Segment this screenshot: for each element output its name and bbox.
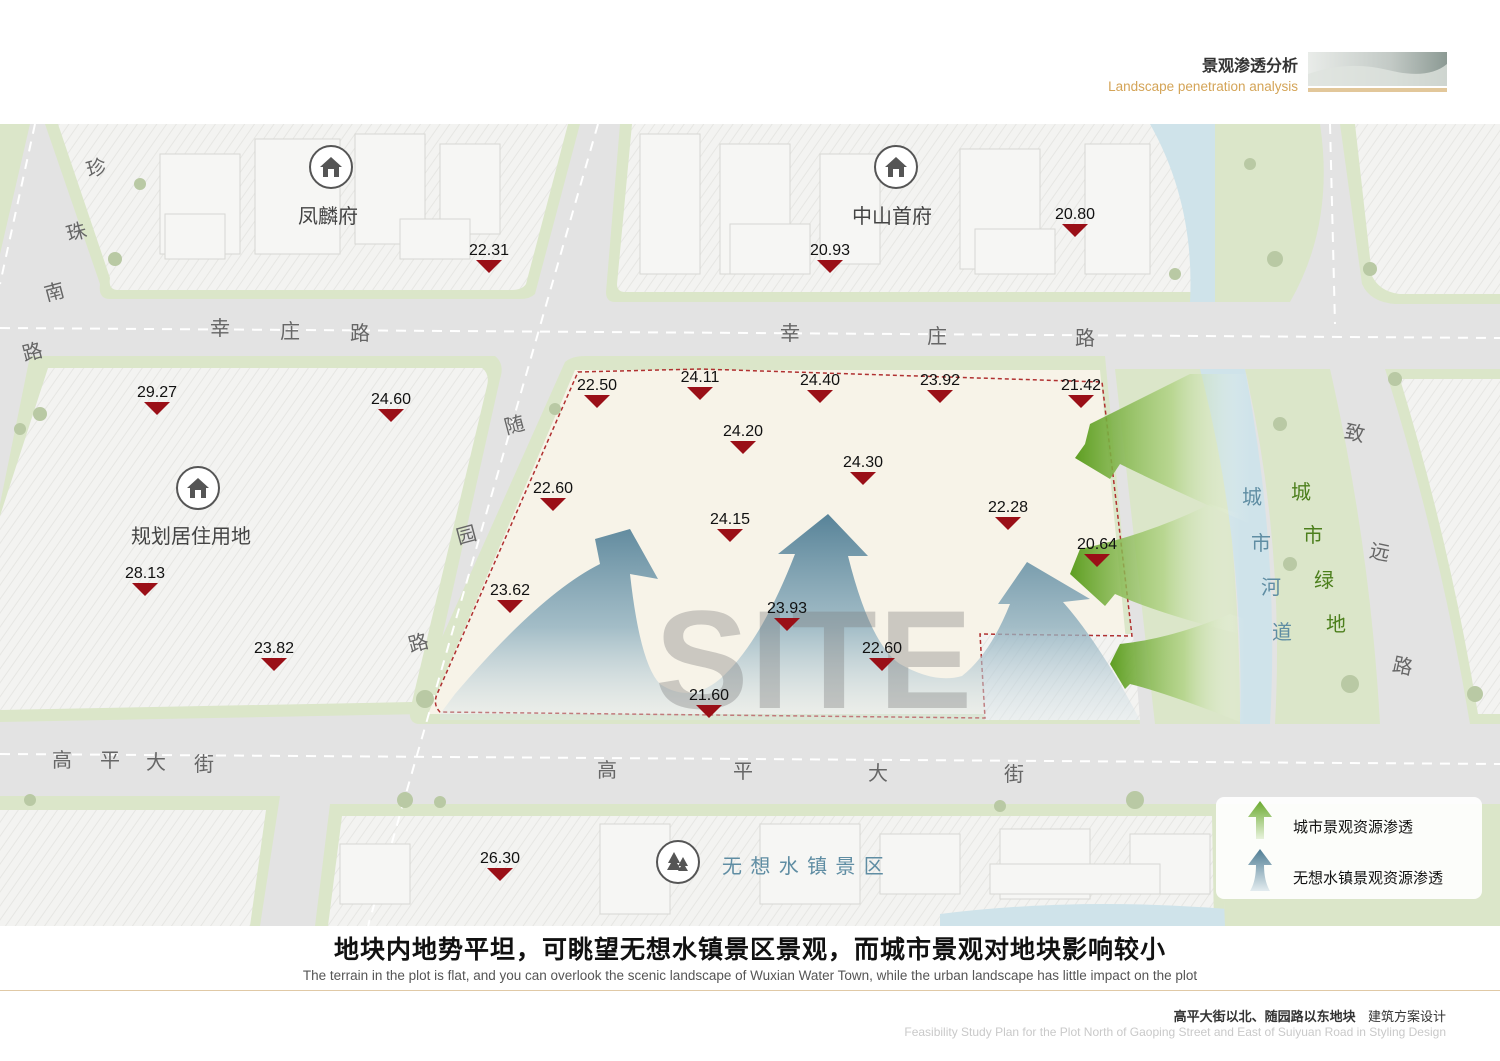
elevation-marker: 20.93	[795, 243, 865, 273]
header-banner-image	[1308, 52, 1447, 92]
map-base	[0, 124, 1500, 926]
road-xingzhuang-char: 幸	[780, 321, 800, 345]
elevation-marker: 28.13	[110, 566, 180, 596]
road-gaoping-char: 街	[194, 752, 214, 776]
footer-divider	[0, 990, 1500, 991]
elevation-marker: 21.60	[674, 688, 744, 718]
road-xingzhuang-char: 幸	[210, 316, 230, 340]
city-penetration-arrow-icon	[1248, 801, 1272, 839]
river-label-char: 城	[1242, 485, 1262, 509]
elevation-marker: 23.92	[905, 373, 975, 403]
road-gaoping-char: 平	[733, 759, 753, 783]
road-gaoping-char: 大	[868, 761, 888, 785]
footer-project-title: 高平大街以北、随园路以东地块 建筑方案设计	[1174, 1006, 1446, 1025]
road-xingzhuang-char: 庄	[280, 319, 300, 343]
site-map: SITE 凤麟府 中山首府 规划居住用地 无 想 水 镇 景 区 珍 珠 南 路…	[0, 124, 1500, 926]
elevation-marker: 22.50	[562, 378, 632, 408]
legend-city-label: 城市景观资源渗透	[1293, 818, 1414, 836]
elevation-marker: 26.30	[465, 851, 535, 881]
elevation-marker: 23.62	[475, 583, 545, 613]
footer-project-english: Feasibility Study Plan for the Plot Nort…	[904, 1025, 1446, 1039]
headline-english: The terrain in the plot is flat, and you…	[302, 968, 1198, 983]
elevation-marker: 24.30	[828, 455, 898, 485]
river-label-char: 河	[1261, 575, 1281, 599]
planned-residence-icon	[176, 466, 220, 510]
river-label-char: 道	[1272, 620, 1292, 644]
elevation-marker: 24.60	[356, 392, 426, 422]
elevation-marker: 22.60	[847, 641, 917, 671]
road-xingzhuang-char: 路	[1075, 326, 1095, 350]
green-label-char: 市	[1303, 523, 1323, 547]
wuxiang-scenic-label: 无 想 水 镇 景 区	[722, 854, 885, 878]
road-gaoping-char: 街	[1004, 762, 1024, 786]
elevation-marker: 23.82	[239, 641, 309, 671]
page-title: 景观渗透分析	[1201, 56, 1298, 75]
river-label-char: 市	[1251, 531, 1271, 555]
elevation-marker: 29.27	[122, 385, 192, 415]
green-label-char: 绿	[1314, 568, 1334, 592]
elevation-marker: 24.11	[665, 370, 735, 400]
fenglinfu-label: 凤麟府	[298, 204, 358, 228]
footer-project-type: 建筑方案设计	[1367, 1010, 1446, 1025]
green-label-char: 地	[1326, 612, 1346, 636]
elevation-marker: 24.40	[785, 373, 855, 403]
elevation-marker: 22.31	[454, 243, 524, 273]
zhongshan-label: 中山首府	[852, 204, 932, 228]
town-penetration-arrows	[440, 514, 1140, 720]
elevation-marker: 22.28	[973, 500, 1043, 530]
footer-project-name: 高平大街以北、随园路以东地块	[1173, 1010, 1356, 1025]
map-legend: 城市景观资源渗透 无想水镇景观资源渗透	[1216, 797, 1482, 899]
road-gaoping-char: 高	[52, 748, 72, 772]
road-gaoping-char: 平	[100, 748, 120, 772]
road-gaoping-char: 高	[597, 758, 617, 782]
town-penetration-arrow-icon	[1248, 849, 1272, 891]
road-gaoping-char: 大	[146, 750, 166, 774]
elevation-marker: 24.15	[695, 512, 765, 542]
elevation-marker: 22.60	[518, 481, 588, 511]
elevation-marker: 23.93	[752, 601, 822, 631]
legend-town-label: 无想水镇景观资源渗透	[1293, 869, 1444, 887]
elevation-marker: 21.42	[1046, 378, 1116, 408]
zhongshan-residence-icon	[874, 145, 918, 189]
road-xingzhuang-char: 路	[350, 321, 370, 345]
scenic-area-tree-icon	[656, 840, 700, 884]
headline: 地块内地势平坦，可眺望无想水镇景区景观，而城市景观对地块影响较小	[333, 935, 1166, 964]
planned-residential-label: 规划居住用地	[131, 524, 251, 548]
road-xingzhuang-char: 庄	[927, 324, 947, 348]
fenglinfu-residence-icon	[309, 145, 353, 189]
page-subtitle: Landscape penetration analysis	[1108, 79, 1298, 94]
elevation-marker: 24.20	[708, 424, 778, 454]
elevation-marker: 20.80	[1040, 207, 1110, 237]
elevation-marker: 20.64	[1062, 537, 1132, 567]
green-label-char: 城	[1291, 480, 1311, 504]
